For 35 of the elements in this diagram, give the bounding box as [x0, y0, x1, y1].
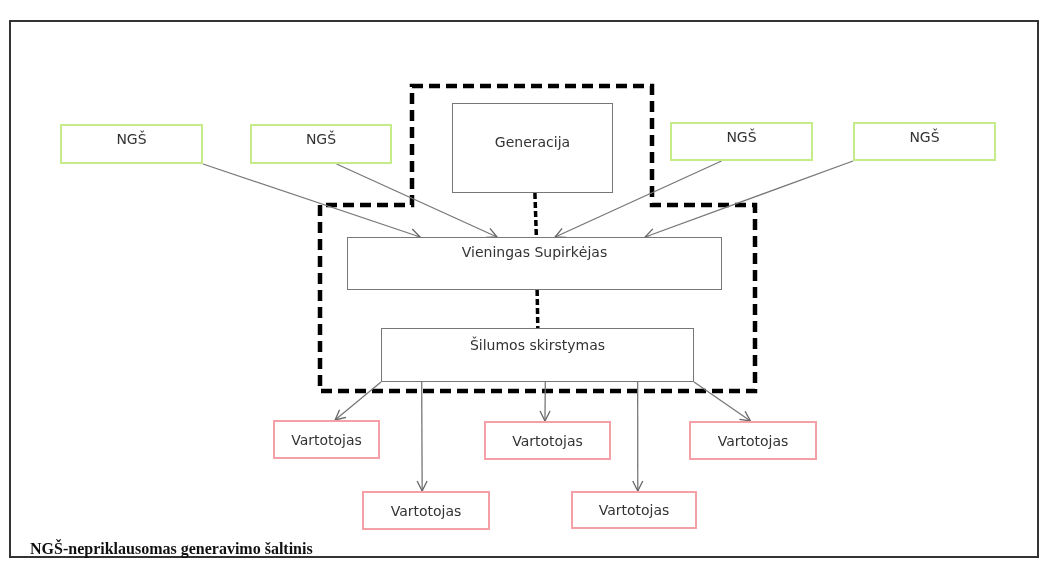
node-label: NGŠ	[305, 131, 337, 147]
arrow	[644, 160, 854, 239]
node-label: Vartotojas	[717, 432, 789, 449]
process-box	[381, 328, 694, 382]
source-box	[250, 124, 392, 164]
node-label: Vartotojas	[512, 432, 583, 449]
node-label: Vartotojas	[598, 502, 670, 518]
node-label: NGŠ	[726, 128, 757, 145]
process-box	[452, 103, 613, 193]
dashed-connector	[535, 289, 540, 329]
arrow	[632, 381, 644, 492]
node-label: Generacija	[494, 134, 571, 150]
arrow	[539, 381, 551, 422]
node-label: Vartotojas	[390, 502, 462, 519]
consumer-box	[571, 491, 697, 529]
consumer-box	[689, 421, 817, 460]
consumer-box	[273, 420, 380, 459]
process-box	[347, 237, 722, 290]
consumer-box	[484, 421, 611, 460]
arrow	[335, 163, 498, 239]
dashed-connector	[533, 192, 539, 238]
arrow	[693, 381, 752, 422]
consumer-box	[362, 491, 490, 530]
source-box	[853, 122, 996, 161]
node-label: Šilumos skirstymas	[469, 337, 606, 353]
node-label: NGŠ	[909, 128, 940, 145]
arrow	[554, 160, 723, 239]
node-label: Vieningas Supirkėjas	[461, 244, 608, 260]
arrow	[416, 381, 428, 492]
node-label: NGŠ	[116, 131, 147, 147]
footnote: NGŠ-nepriklausomas generavimo šaltinis	[30, 540, 313, 558]
source-box	[670, 122, 813, 161]
node-label: Vartotojas	[291, 431, 362, 448]
source-box	[60, 124, 203, 164]
arrow	[334, 381, 382, 421]
